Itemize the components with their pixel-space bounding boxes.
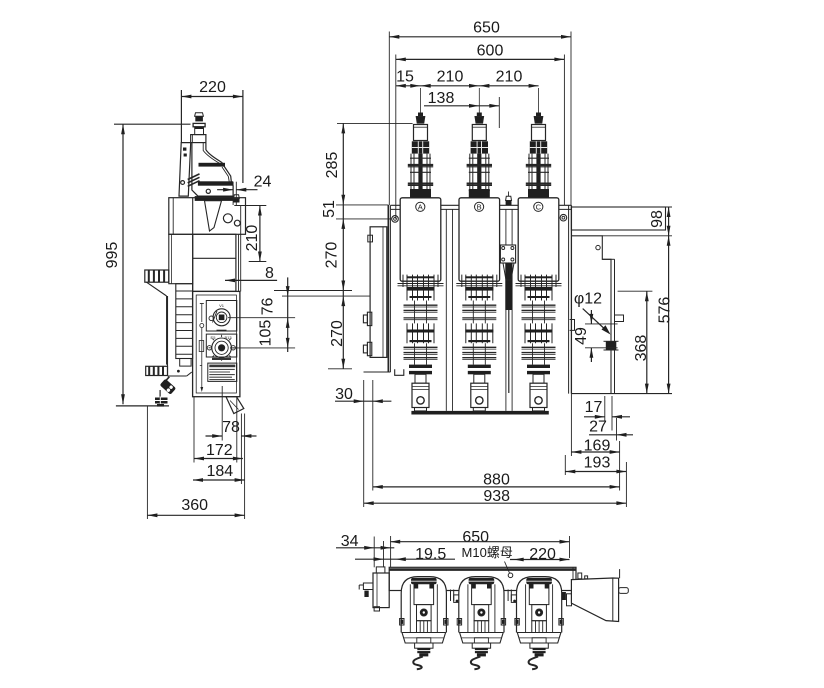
svg-text:184: 184: [206, 463, 233, 480]
svg-text:368: 368: [633, 335, 650, 362]
svg-text:270: 270: [324, 242, 341, 269]
svg-text:220: 220: [199, 79, 226, 96]
svg-text:φ12: φ12: [574, 291, 602, 308]
svg-text:210: 210: [244, 225, 261, 252]
svg-text:98: 98: [649, 210, 666, 228]
svg-text:19.5: 19.5: [415, 546, 446, 563]
svg-text:76: 76: [259, 298, 276, 316]
svg-text:172: 172: [206, 442, 233, 459]
svg-text:576: 576: [657, 297, 674, 324]
svg-text:8: 8: [265, 265, 274, 282]
svg-text:210: 210: [437, 69, 464, 86]
svg-text:270: 270: [329, 320, 346, 347]
svg-text:105: 105: [257, 320, 274, 347]
svg-text:17: 17: [585, 399, 603, 416]
svg-text:210: 210: [496, 69, 523, 86]
svg-text:600: 600: [477, 43, 504, 60]
svg-text:360: 360: [181, 497, 208, 514]
svg-text:650: 650: [473, 20, 500, 37]
svg-text:15: 15: [396, 69, 414, 86]
svg-text:78: 78: [222, 419, 240, 436]
svg-text:938: 938: [483, 488, 510, 505]
svg-text:193: 193: [584, 455, 611, 472]
svg-text:27: 27: [589, 419, 607, 436]
svg-text:B13: B13: [224, 335, 232, 340]
svg-text:V1: V1: [219, 303, 225, 308]
svg-text:E5: E5: [211, 335, 217, 340]
svg-text:285: 285: [324, 152, 341, 179]
svg-text:220: 220: [529, 546, 556, 563]
svg-text:995: 995: [104, 242, 121, 269]
svg-text:B: B: [477, 202, 482, 211]
svg-text:138: 138: [428, 90, 455, 107]
svg-text:M10螺母: M10螺母: [462, 545, 513, 560]
svg-text:650: 650: [462, 529, 489, 546]
svg-text:A: A: [418, 202, 423, 211]
svg-text:30: 30: [335, 386, 353, 403]
svg-text:51: 51: [321, 200, 338, 218]
svg-text:880: 880: [483, 472, 510, 489]
svg-text:C: C: [536, 202, 542, 211]
svg-text:49: 49: [573, 327, 590, 345]
svg-text:34: 34: [341, 533, 359, 550]
svg-text:169: 169: [584, 437, 611, 454]
svg-text:24: 24: [254, 173, 272, 190]
